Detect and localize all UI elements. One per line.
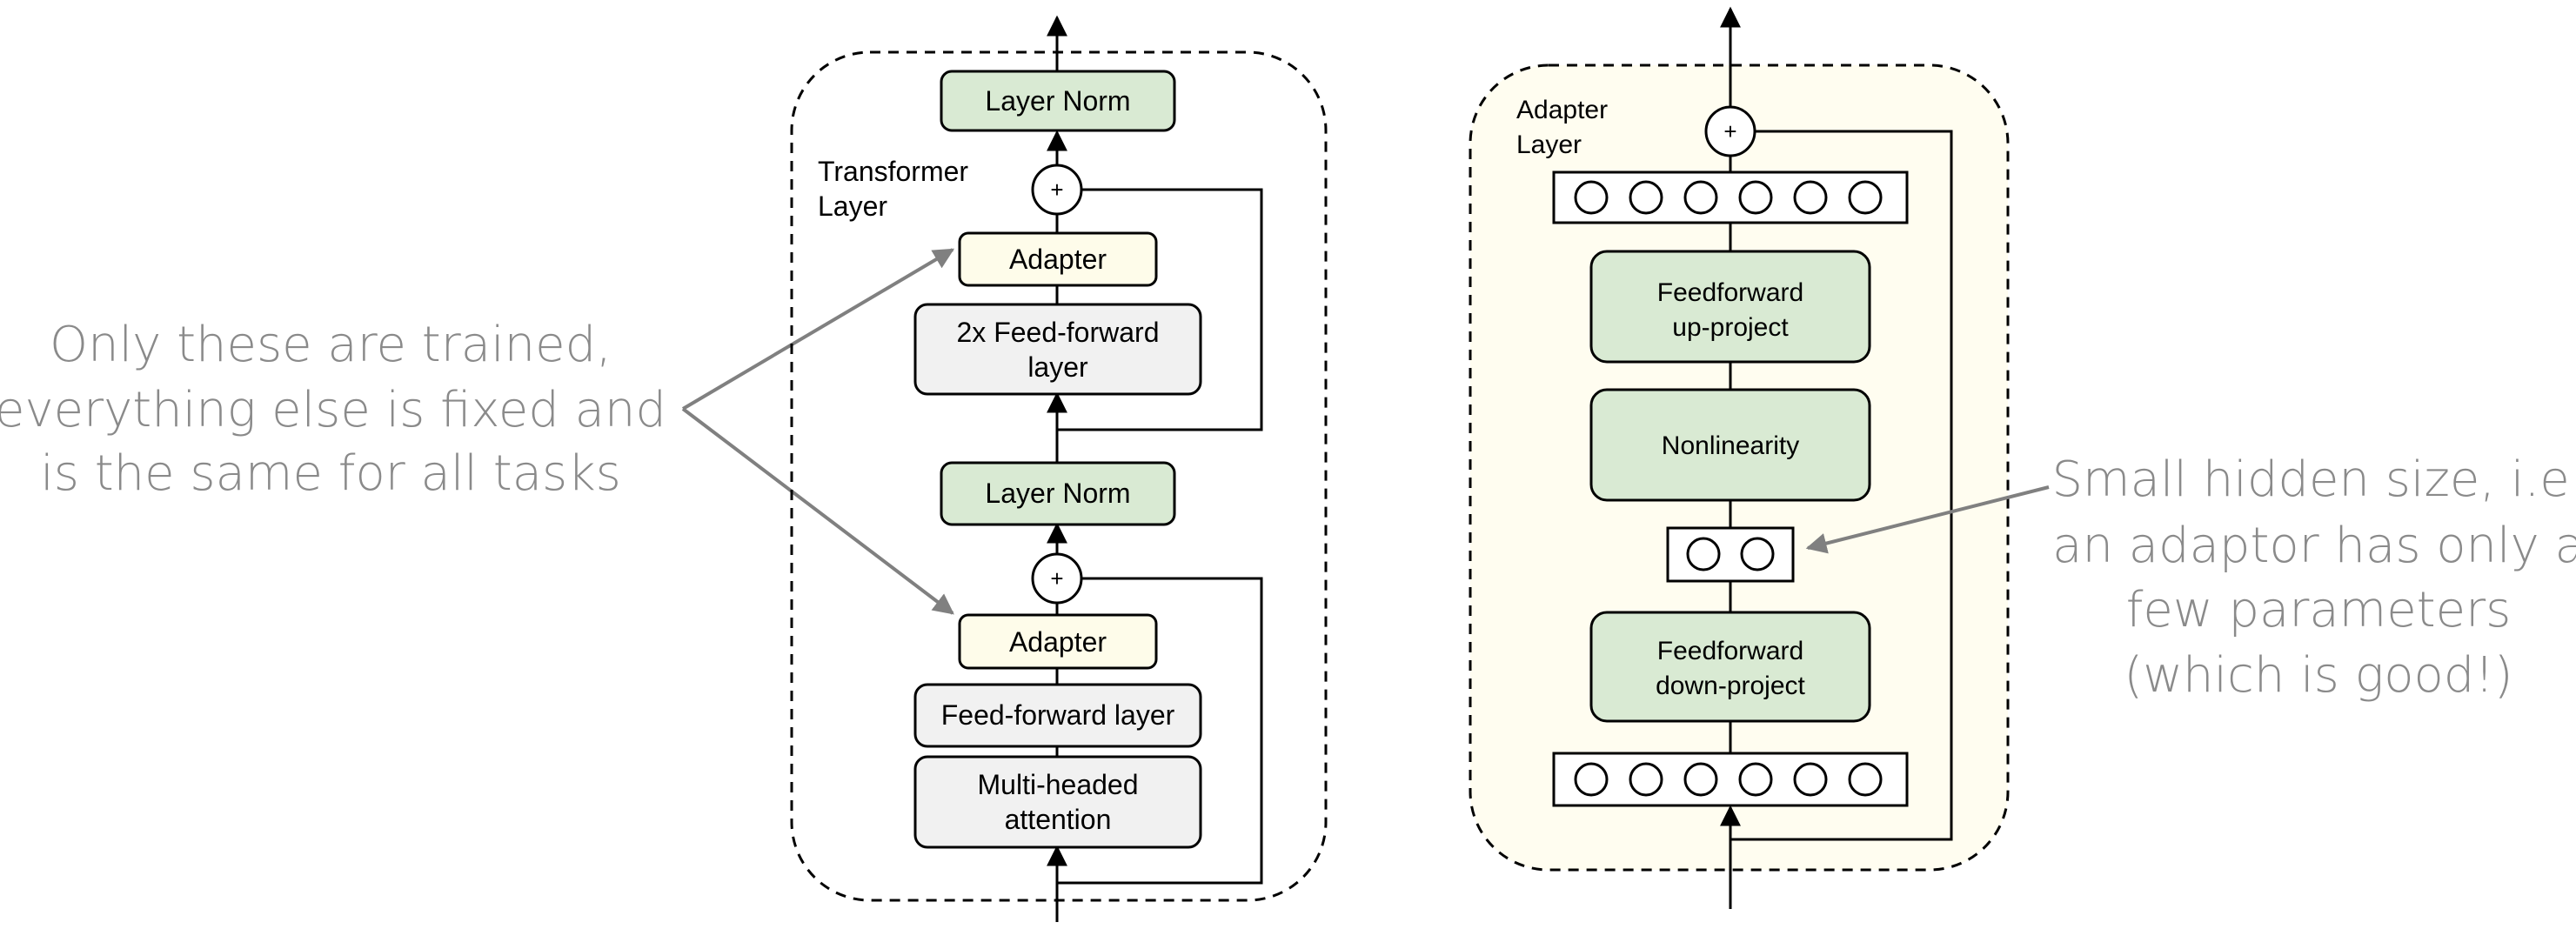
neuron <box>1793 180 1828 215</box>
feedforward-up-project-box <box>1589 250 1871 364</box>
adapter-add-node <box>1704 105 1756 157</box>
neuron <box>1848 180 1883 215</box>
attention-label-line-1: Multi-headed <box>978 769 1139 800</box>
right-annotation-line-1: Small hidden size, i.e. <box>2051 451 2576 508</box>
layer-norm-middle-label: Layer Norm <box>985 478 1130 509</box>
neuron <box>1574 762 1609 797</box>
neuron <box>1629 180 1663 215</box>
nonlinearity-label: Nonlinearity <box>1662 431 1799 460</box>
arrow-to-bottleneck <box>1805 485 2050 554</box>
adapter-top-label: Adapter <box>1009 244 1107 275</box>
feed-forward-2x-box <box>913 303 1202 396</box>
transformer-label-line-2: Layer <box>818 190 887 222</box>
attention-label-line-2: attention <box>1005 804 1112 835</box>
adapter-label-line-1: Adapter <box>1516 96 1608 124</box>
down-project-label-line-2: down-project <box>1656 672 1805 700</box>
layer-norm-top-label: Layer Norm <box>985 85 1130 117</box>
adapter-label-line-2: Layer <box>1516 130 1582 159</box>
layer-norm-top-box <box>940 70 1176 132</box>
input-neuron-layer <box>1552 752 1909 807</box>
adapter-bottom-box <box>958 613 1158 670</box>
up-project-label-line-1: Feedforward <box>1657 278 1803 307</box>
arrow-to-adapter-top <box>681 248 955 411</box>
neuron <box>1793 762 1828 797</box>
neuron <box>1738 180 1773 215</box>
neuron <box>1574 180 1609 215</box>
left-annotation-arrows <box>681 248 955 615</box>
neuron <box>1848 762 1883 797</box>
neuron <box>1740 537 1775 571</box>
adapter-bottom-label: Adapter <box>1009 626 1107 658</box>
right-annotation-line-4: (which is good!) <box>2124 647 2512 704</box>
transformer-layer: Transformer Layer Multi-headed attention… <box>790 15 1328 922</box>
left-annotation-line-3: is the same for all tasks <box>40 445 621 502</box>
residual-connection-top <box>1057 188 1263 431</box>
feed-forward-label: Feed-forward layer <box>941 699 1175 731</box>
add-node-top <box>1031 164 1083 216</box>
multi-headed-attention-box <box>913 755 1202 849</box>
adapter-layer: Adapter Layer Feedforward down-project N… <box>1469 6 2010 909</box>
neuron <box>1629 762 1663 797</box>
transformer-label-line-1: Transformer <box>818 156 968 187</box>
adapter-add-node-symbol: + <box>1723 118 1736 144</box>
feedforward-down-project-box <box>1589 611 1871 723</box>
residual-connection-bottom <box>1057 577 1263 885</box>
add-node-top-symbol: + <box>1050 177 1063 203</box>
feed-forward-2x-label-line-2: layer <box>1027 351 1088 383</box>
adapter-skip-connection <box>1730 130 1953 841</box>
left-annotation-line-2: everything else is fixed and <box>0 382 666 438</box>
neuron <box>1686 537 1721 571</box>
add-node-bottom-symbol: + <box>1050 565 1063 591</box>
add-node-bottom <box>1031 552 1083 605</box>
feed-forward-box <box>913 683 1202 748</box>
layer-norm-middle-box <box>940 461 1176 526</box>
feed-forward-2x-label-line-1: 2x Feed-forward <box>957 317 1160 348</box>
left-annotation: Only these are trained, everything else … <box>0 317 666 502</box>
right-annotation: Small hidden size, i.e. an adaptor has o… <box>1805 451 2576 704</box>
up-project-label-line-2: up-project <box>1672 313 1789 342</box>
left-annotation-line-1: Only these are trained, <box>50 317 612 373</box>
nonlinearity-box <box>1589 388 1871 502</box>
neuron <box>1683 180 1718 215</box>
arrow-to-adapter-bottom <box>681 407 954 615</box>
right-annotation-line-3: few parameters <box>2126 582 2512 638</box>
down-project-label-line-1: Feedforward <box>1657 637 1803 665</box>
adapter-top-box <box>958 231 1158 287</box>
neuron <box>1738 762 1773 797</box>
right-annotation-line-2: an adaptor has only a <box>2052 518 2576 574</box>
transformer-layer-boundary <box>790 50 1328 902</box>
neuron <box>1683 762 1718 797</box>
output-neuron-layer <box>1552 170 1909 224</box>
